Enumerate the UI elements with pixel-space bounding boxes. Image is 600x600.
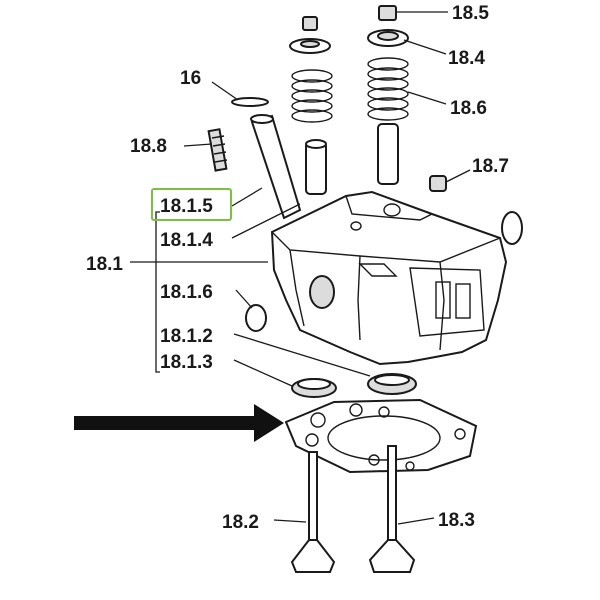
label-18-1-4: 18.1.4 xyxy=(160,230,213,251)
o-ring xyxy=(231,97,269,107)
label-18-1-2: 18.1.2 xyxy=(160,326,213,347)
label-16: 16 xyxy=(180,68,201,89)
valve-guide xyxy=(305,139,327,195)
head-gasket xyxy=(284,398,478,474)
cylinder-head xyxy=(270,190,508,366)
o-ring-left xyxy=(245,304,267,332)
label-18-1-6: 18.1.6 xyxy=(160,282,213,303)
cap xyxy=(429,175,447,192)
label-18-2: 18.2 xyxy=(222,512,259,533)
tube xyxy=(250,114,302,220)
group-bracket xyxy=(155,211,160,373)
label-18-8: 18.8 xyxy=(130,136,167,157)
o-ring-right xyxy=(501,211,523,245)
leader-lines xyxy=(130,11,471,525)
label-18-4: 18.4 xyxy=(448,48,485,69)
valve-left xyxy=(290,451,336,573)
valve-spring-left-stack xyxy=(289,16,333,123)
stud xyxy=(207,128,228,172)
label-18-6: 18.6 xyxy=(450,98,487,119)
direction-arrow xyxy=(74,404,284,442)
label-18-1-5: 18.1.5 xyxy=(160,196,213,217)
label-18-1-3: 18.1.3 xyxy=(160,352,213,373)
label-18-3: 18.3 xyxy=(438,510,475,531)
valve-right xyxy=(368,445,416,573)
label-18-1: 18.1 xyxy=(86,254,123,275)
label-18-7: 18.7 xyxy=(472,156,509,177)
label-18-5: 18.5 xyxy=(452,3,489,24)
highlight-box xyxy=(151,188,232,221)
valve-seat-left xyxy=(291,378,337,398)
valve-seat-right xyxy=(367,373,417,395)
valve-spring-right-stack xyxy=(367,5,409,185)
